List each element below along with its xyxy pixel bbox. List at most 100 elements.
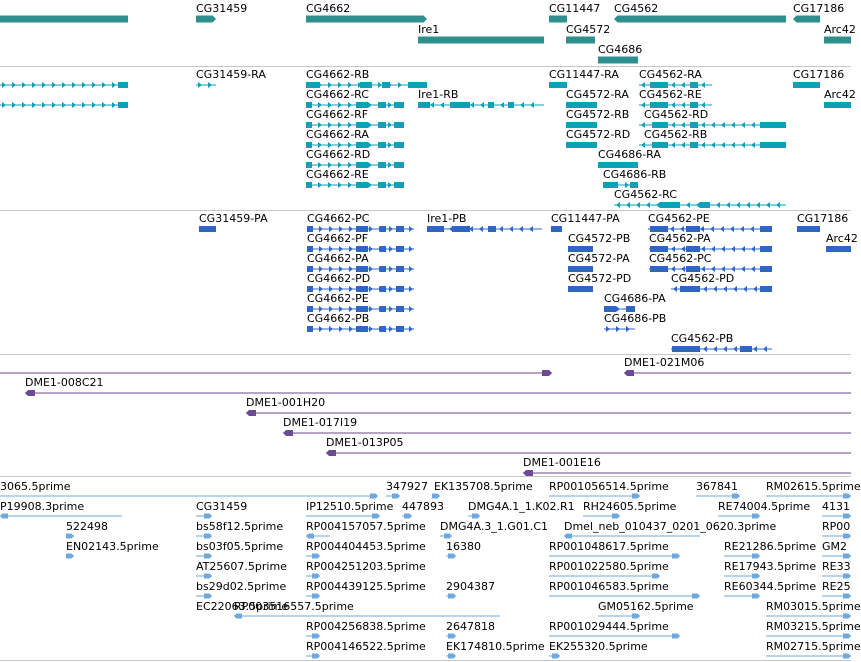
est-label[interactable]: RP004251203.5prime	[306, 560, 426, 573]
gene-bar[interactable]	[549, 15, 567, 23]
gene-bar[interactable]	[196, 15, 216, 23]
exon-block[interactable]	[566, 102, 597, 108]
strand-arrow[interactable]	[733, 346, 737, 352]
strand-arrow[interactable]	[348, 102, 352, 108]
strand-arrow[interactable]	[318, 182, 322, 188]
exon-block[interactable]	[660, 202, 680, 208]
est-read[interactable]	[312, 653, 320, 659]
strand-arrow[interactable]	[409, 286, 413, 292]
strand-arrow[interactable]	[751, 246, 755, 252]
est-line[interactable]	[564, 535, 700, 537]
strand-arrow[interactable]	[368, 162, 372, 168]
exon-block[interactable]	[652, 142, 668, 148]
strand-arrow[interactable]	[389, 266, 393, 272]
strand-arrow[interactable]	[12, 82, 16, 88]
exon-block[interactable]	[378, 162, 386, 168]
exon-block[interactable]	[824, 102, 851, 108]
protein-label[interactable]: CG4662-PB	[307, 312, 370, 325]
est-line[interactable]	[0, 495, 378, 497]
exon-block[interactable]	[380, 326, 386, 332]
exon-block[interactable]	[650, 246, 668, 252]
est-read[interactable]	[672, 553, 680, 559]
est-line[interactable]	[766, 615, 851, 617]
est-read[interactable]	[392, 493, 400, 499]
est-label[interactable]: RE33	[822, 560, 851, 573]
strand-arrow[interactable]	[318, 162, 322, 168]
strand-arrow[interactable]	[398, 82, 402, 88]
strand-arrow[interactable]	[746, 202, 750, 208]
bac-line[interactable]	[523, 472, 851, 474]
est-line[interactable]	[696, 495, 740, 497]
strand-arrow[interactable]	[338, 162, 342, 168]
est-read[interactable]	[843, 513, 851, 519]
strand-arrow[interactable]	[349, 226, 353, 232]
strand-arrow[interactable]	[671, 142, 675, 148]
strand-arrow[interactable]	[681, 246, 685, 252]
strand-arrow[interactable]	[721, 246, 725, 252]
protein-label[interactable]: CG4562-PA	[649, 232, 711, 245]
exon-block[interactable]	[396, 266, 404, 272]
exon-block[interactable]	[488, 102, 494, 108]
exon-block[interactable]	[356, 122, 368, 128]
transcript-label[interactable]: CG4562-RB	[644, 128, 708, 141]
strand-arrow[interactable]	[616, 306, 620, 312]
exon-block[interactable]	[118, 102, 128, 108]
exon-block[interactable]	[380, 226, 386, 232]
strand-arrow[interactable]	[430, 102, 434, 108]
transcript-label[interactable]: CG4686-RA	[598, 148, 661, 161]
strand-arrow[interactable]	[681, 266, 685, 272]
protein-label[interactable]: CG4686-PB	[604, 312, 667, 325]
strand-arrow[interactable]	[388, 142, 392, 148]
est-label[interactable]: GM05162.5prime	[598, 600, 694, 613]
strand-arrow[interactable]	[349, 266, 353, 272]
gene-bar[interactable]	[418, 36, 544, 44]
exon-block[interactable]	[356, 182, 368, 188]
strand-arrow[interactable]	[388, 182, 392, 188]
gene-bar[interactable]	[824, 36, 851, 44]
exon-block[interactable]	[549, 82, 567, 88]
strand-arrow[interactable]	[348, 142, 352, 148]
strand-arrow[interactable]	[731, 246, 735, 252]
strand-arrow[interactable]	[389, 286, 393, 292]
est-read[interactable]	[312, 573, 320, 579]
protein-label[interactable]: Ire1-PB	[427, 212, 467, 225]
exon-block[interactable]	[568, 246, 593, 252]
transcript-label[interactable]: CG4662-RB	[306, 68, 370, 81]
strand-arrow[interactable]	[681, 102, 685, 108]
strand-arrow[interactable]	[22, 82, 26, 88]
strand-arrow[interactable]	[751, 266, 755, 272]
exon-block[interactable]	[566, 122, 597, 128]
strand-arrow[interactable]	[2, 102, 6, 108]
strand-arrow[interactable]	[713, 286, 717, 292]
strand-arrow[interactable]	[328, 82, 332, 88]
strand-arrow[interactable]	[741, 266, 745, 272]
exon-block[interactable]	[690, 102, 698, 108]
strand-arrow[interactable]	[319, 326, 323, 332]
strand-arrow[interactable]	[339, 326, 343, 332]
exon-block[interactable]	[378, 122, 386, 128]
est-read[interactable]	[843, 553, 851, 559]
est-read[interactable]	[732, 493, 740, 499]
transcript-label[interactable]: CG4562-RE	[639, 88, 702, 101]
strand-arrow[interactable]	[328, 162, 332, 168]
est-label[interactable]: RM03215.5prime	[766, 620, 861, 633]
strand-arrow[interactable]	[368, 122, 372, 128]
strand-arrow[interactable]	[626, 202, 630, 208]
strand-arrow[interactable]	[440, 102, 444, 108]
strand-arrow[interactable]	[369, 326, 373, 332]
est-label[interactable]: RP001056514.5prime	[549, 480, 669, 493]
strand-arrow[interactable]	[389, 226, 393, 232]
est-read[interactable]	[552, 653, 560, 659]
transcript-line[interactable]	[306, 144, 404, 146]
exon-block[interactable]	[356, 266, 368, 272]
exon-block[interactable]	[394, 142, 404, 148]
transcript-line[interactable]	[306, 184, 404, 186]
strand-arrow[interactable]	[12, 102, 16, 108]
est-label[interactable]: RP001022580.5prime	[549, 560, 669, 573]
strand-arrow[interactable]	[750, 226, 754, 232]
protein-label[interactable]: CG4662-PC	[307, 212, 370, 225]
exon-block[interactable]	[380, 246, 386, 252]
est-read[interactable]	[672, 633, 680, 639]
strand-arrow[interactable]	[368, 182, 372, 188]
strand-arrow[interactable]	[701, 142, 705, 148]
